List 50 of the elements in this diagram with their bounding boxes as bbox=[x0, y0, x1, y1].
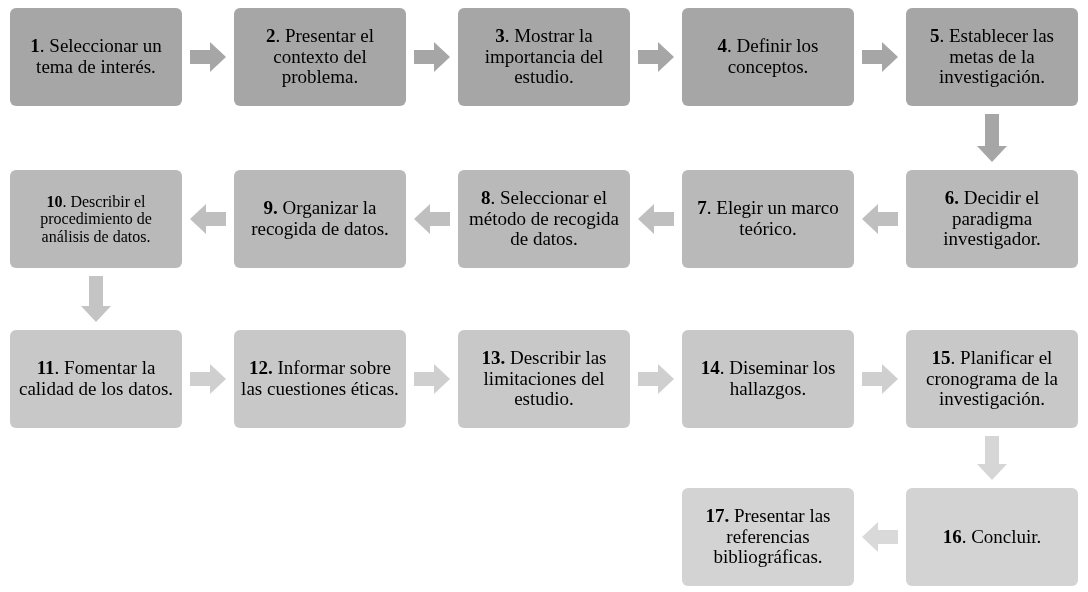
step-box bbox=[906, 170, 1078, 268]
arrow bbox=[638, 204, 674, 234]
step-box bbox=[458, 8, 630, 106]
step-box bbox=[10, 8, 182, 106]
step-text: 10. Describir el procedimiento de análisis de datos. bbox=[39, 193, 153, 245]
step-box bbox=[234, 330, 406, 428]
step-box bbox=[682, 488, 854, 586]
arrow bbox=[414, 42, 450, 72]
step-box bbox=[10, 330, 182, 428]
arrow bbox=[862, 522, 898, 552]
step-text: 15. Planificar el cronograma de la investigación. bbox=[925, 348, 1059, 410]
arrow bbox=[862, 364, 898, 394]
step-text: 14. Diseminar los hallazgos. bbox=[699, 358, 837, 400]
arrow bbox=[81, 276, 111, 322]
arrow bbox=[977, 114, 1007, 162]
step-text: 2. Presentar el contexto del problema. bbox=[264, 26, 376, 88]
step-box bbox=[10, 170, 182, 268]
step-text: 16. Concluir. bbox=[942, 526, 1042, 548]
step-box bbox=[682, 8, 854, 106]
step-box bbox=[682, 330, 854, 428]
step-box bbox=[458, 170, 630, 268]
step-text: 12. Informar sobre las cuestiones éticas. bbox=[240, 358, 400, 400]
step-text: 11. Fomentar la calidad de los datos. bbox=[17, 358, 175, 400]
step-box bbox=[458, 330, 630, 428]
step-text: 7. Elegir un marco teórico. bbox=[696, 198, 840, 240]
step-text: 8. Seleccionar el método de recogida de datos. bbox=[468, 188, 620, 250]
arrow bbox=[190, 204, 226, 234]
arrow bbox=[190, 364, 226, 394]
step-text: 17. Presentar las referencias bibliográficas. bbox=[704, 506, 832, 568]
arrow bbox=[862, 42, 898, 72]
step-box bbox=[906, 330, 1078, 428]
step-box bbox=[234, 8, 406, 106]
step-text: 1. Seleccionar un tema de interés. bbox=[29, 36, 163, 78]
step-text: 5. Establecer las metas de la investigación. bbox=[929, 26, 1055, 88]
step-text: 9. Organizar la recogida de datos. bbox=[250, 198, 390, 240]
step-text: 13. Describir las limitaciones del estudio. bbox=[480, 348, 608, 410]
step-text: 3. Mostrar la importancia del estudio. bbox=[483, 26, 605, 88]
step-box bbox=[906, 488, 1078, 586]
arrow bbox=[414, 364, 450, 394]
step-text: 4. Definir los conceptos. bbox=[716, 36, 820, 78]
arrow bbox=[190, 42, 226, 72]
step-box bbox=[234, 170, 406, 268]
arrow bbox=[638, 42, 674, 72]
arrow bbox=[977, 436, 1007, 480]
step-box bbox=[906, 8, 1078, 106]
arrow bbox=[862, 204, 898, 234]
arrow bbox=[638, 364, 674, 394]
step-text: 6. Decidir el paradigma investigador. bbox=[942, 188, 1042, 250]
step-box bbox=[682, 170, 854, 268]
arrow bbox=[414, 204, 450, 234]
